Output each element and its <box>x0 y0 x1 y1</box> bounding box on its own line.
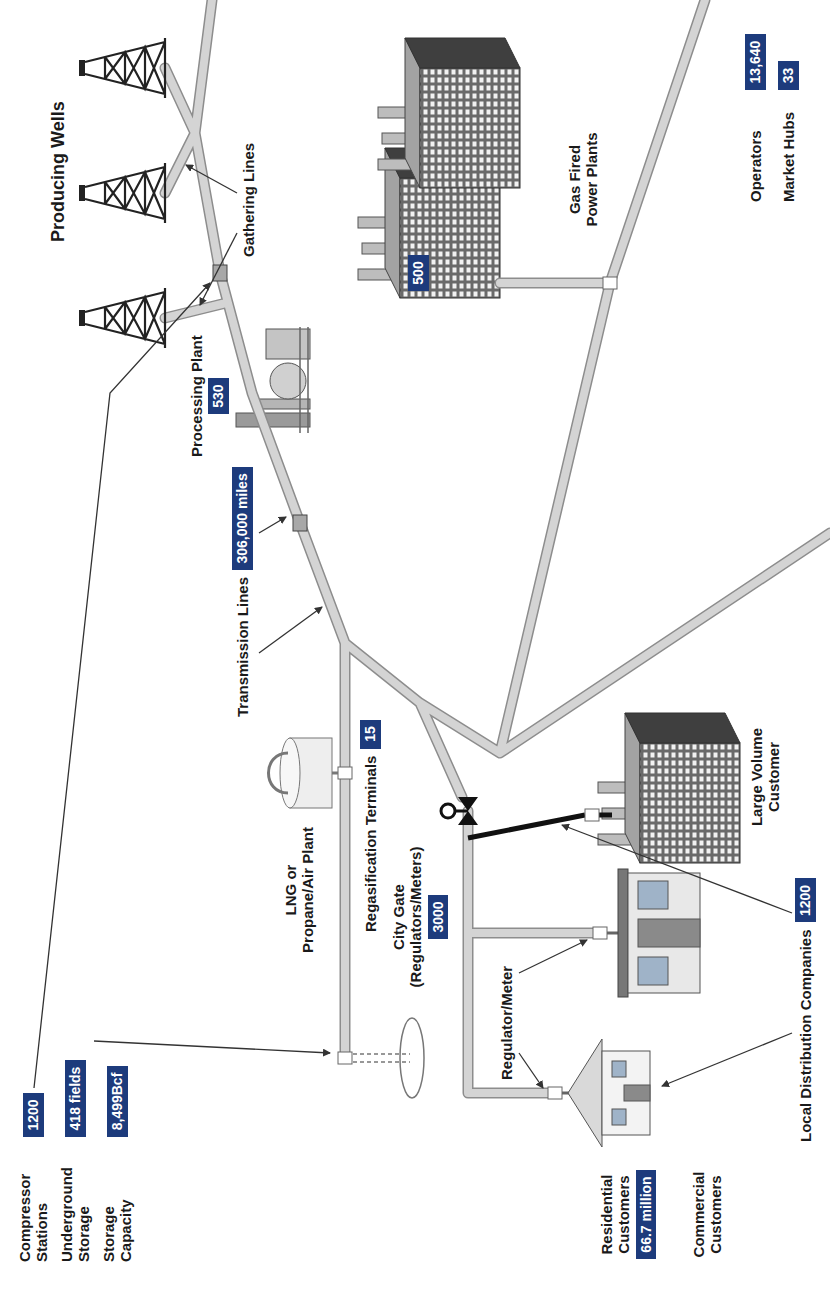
part-label: Gas Fired Power Plants <box>566 121 601 238</box>
pipeline <box>165 0 830 1093</box>
underground-storage-drawing <box>353 1054 410 1062</box>
count-box: 15 <box>360 720 381 749</box>
facility-name: Regasification Terminals <box>362 755 379 933</box>
facility-node: Regasification Terminals 15 <box>360 720 381 933</box>
leader-arrow <box>519 940 587 973</box>
facility-node: Storage Capacity 8,499Bcf <box>100 1066 135 1263</box>
leader-arrow <box>34 283 210 1088</box>
part-label: Producing Wells <box>48 100 69 243</box>
house-drawing <box>602 1051 650 1135</box>
count-box: 418 fields <box>65 1060 86 1137</box>
count-box: 8,499Bcf <box>107 1066 128 1137</box>
leader-arrow <box>259 607 322 653</box>
part-label: Large Volume Customer <box>748 701 783 853</box>
processing-plant-drawing <box>300 327 308 433</box>
leader-arrow <box>34 165 792 1088</box>
producing-well <box>79 288 165 348</box>
part-label: LNG or Propane/Air Plant <box>282 819 317 961</box>
facility-node: Operators 13,640 <box>745 34 766 203</box>
house-drawing <box>568 1039 602 1147</box>
underground-storage-drawing <box>400 1018 424 1098</box>
facility-name: Storage Capacity <box>100 1143 135 1263</box>
part-label: Regulator/Meter <box>498 965 515 1081</box>
meter-box <box>548 1087 562 1099</box>
leader-arrow <box>94 1041 330 1053</box>
meter-box <box>593 927 607 939</box>
house-drawing <box>612 1109 626 1125</box>
lng-tank-drawing <box>338 767 352 779</box>
facility-node: Transmission Lines 306,000 miles <box>232 467 253 718</box>
store-drawing <box>618 869 628 997</box>
facility-name: Transmission Lines <box>234 576 251 718</box>
house-drawing <box>624 1085 650 1101</box>
facility-name: Underground Storage <box>58 1143 93 1263</box>
count-box: 13,640 <box>745 34 766 90</box>
count-box: 3000 <box>428 895 449 939</box>
count-box: 33 <box>778 61 799 90</box>
pipeline <box>165 0 830 1093</box>
facility-name: Market Hubs <box>780 96 797 203</box>
meter-box <box>548 277 618 1099</box>
lng-tank-drawing <box>269 753 289 793</box>
producing-well <box>79 38 165 98</box>
lng-tank-drawing <box>280 738 300 808</box>
leader-arrow <box>519 1053 543 1088</box>
processing-plant-drawing <box>256 399 310 409</box>
underground-storage-drawing <box>338 1052 352 1064</box>
count-box: 306,000 miles <box>232 467 253 570</box>
store-drawing <box>618 869 700 997</box>
count-box: 500 <box>408 255 429 291</box>
meter-box <box>603 277 617 289</box>
producing-well <box>79 38 165 348</box>
leader-arrow <box>259 517 286 533</box>
count-box: 530 <box>208 378 229 414</box>
facility-node: Residential Customers66.7 million <box>598 1156 656 1273</box>
facility-name: Operators <box>747 96 764 203</box>
facility-node: Underground Storage 418 fields <box>58 1060 93 1263</box>
store-drawing <box>628 873 700 993</box>
processing-plant-drawing <box>266 329 310 359</box>
facility-name: City Gate (Regulators/Meters) <box>390 831 425 1003</box>
store-drawing <box>638 919 700 947</box>
pipeline <box>165 0 830 1093</box>
facility-node: Compressor Stations 1200 <box>16 1093 51 1263</box>
producing-well <box>79 163 165 223</box>
gas-power-plant-drawing <box>358 38 520 298</box>
city-gate-valve <box>441 797 478 825</box>
meter-box <box>585 809 599 821</box>
processing-plant-drawing <box>236 413 310 427</box>
lng-tank-drawing <box>332 772 338 775</box>
facility-name: Compressor Stations <box>16 1143 51 1263</box>
count-box: 1200 <box>23 1093 44 1137</box>
gas-power-plant-drawing <box>378 38 520 188</box>
part-label: Gathering Lines <box>240 142 257 258</box>
facility-node: Local Distribution Companies 1200 <box>795 878 816 1143</box>
leader-arrow <box>200 233 237 305</box>
store-drawing <box>638 881 668 909</box>
lng-tank-drawing <box>269 738 353 808</box>
count-box: 1200 <box>795 878 816 922</box>
store-drawing <box>638 957 668 985</box>
facility-node: Market Hubs 33 <box>778 61 799 203</box>
large-customer-drawing <box>598 713 740 863</box>
facility-node: 500 <box>408 255 429 291</box>
compressor-station <box>293 515 307 531</box>
large-customer-drawing <box>598 713 740 863</box>
house-drawing <box>568 1039 650 1147</box>
facility-name: Processing Plant <box>188 334 205 458</box>
leader-arrow <box>662 1033 792 1086</box>
facility-node: City Gate (Regulators/Meters)3000 <box>390 831 448 1003</box>
facility-name: Local Distribution Companies <box>797 928 814 1143</box>
city-gate-valve <box>455 810 468 813</box>
facility-node: Processing Plant530 <box>188 334 229 458</box>
count-box: 66.7 million <box>636 1170 657 1259</box>
underground-storage-drawing <box>338 1018 424 1098</box>
house-drawing <box>612 1061 626 1077</box>
leader-arrow <box>186 165 237 193</box>
part-label: Commercial Customers <box>690 1156 725 1273</box>
facility-name: Residential Customers <box>598 1156 633 1273</box>
city-gate-valve <box>441 804 455 818</box>
